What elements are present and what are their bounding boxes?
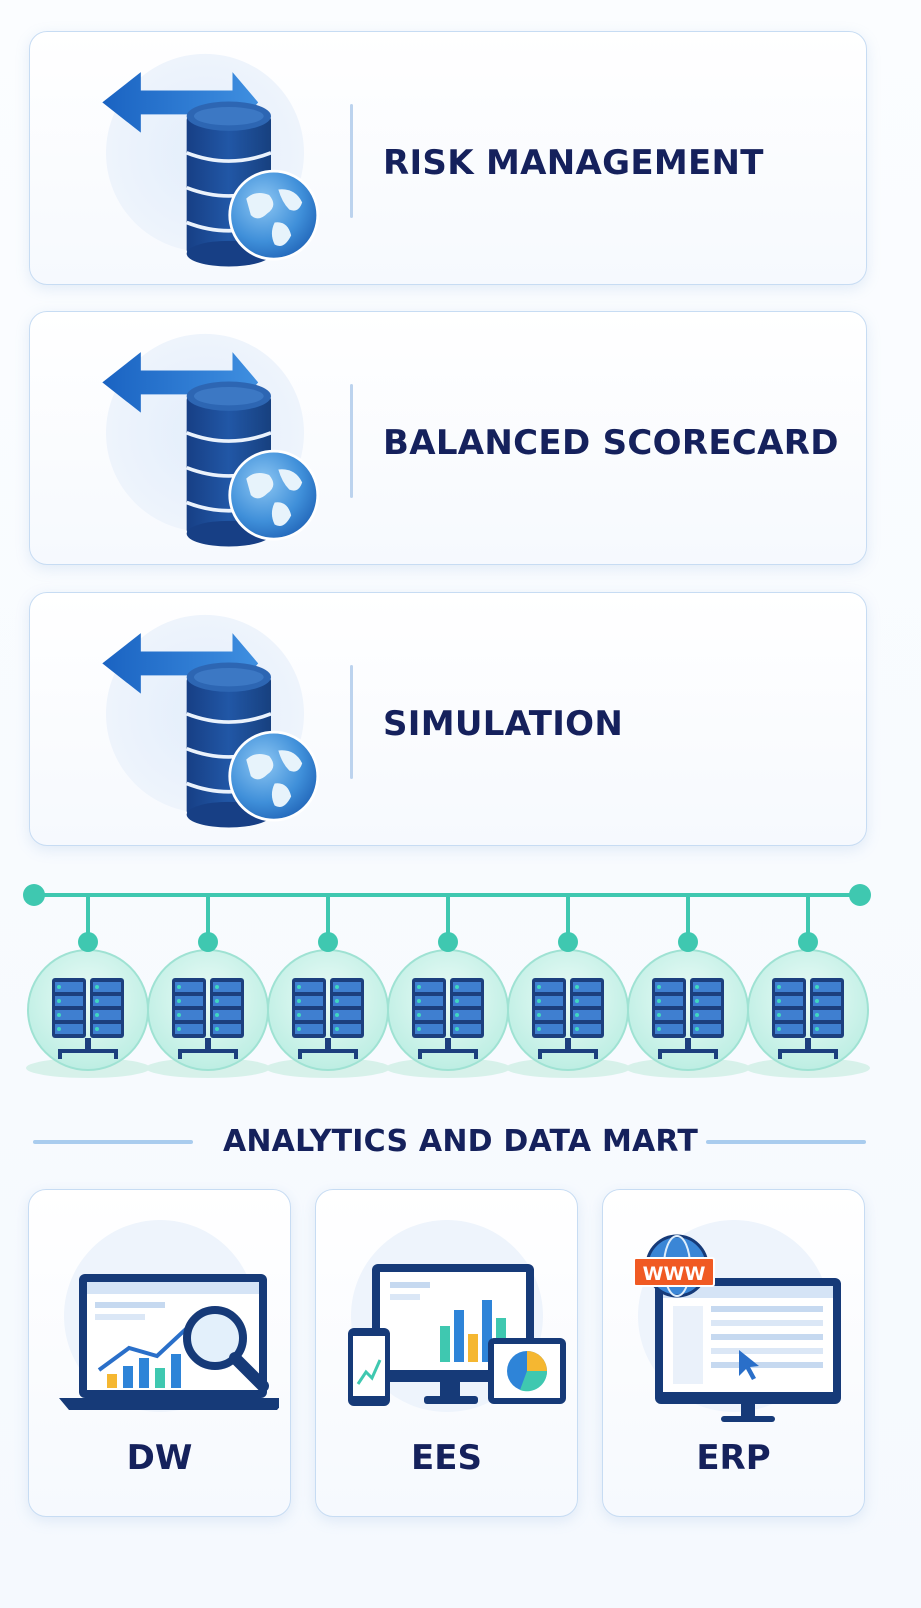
module-label: RISK MANAGEMENT [383,143,764,183]
source-label: EES [411,1438,482,1478]
database-globe-icon [100,332,320,549]
connector-dot [798,932,818,952]
server-network [23,884,871,1079]
laptop-analytics-icon [59,1220,279,1412]
server-rack-icon [145,949,271,1079]
section-rule-left [33,1140,193,1144]
server-rack-icon [505,949,631,1079]
server-node [145,895,271,1079]
connector-dot [318,932,338,952]
server-node [625,895,751,1079]
source-label: ERP [696,1438,771,1478]
section-title: ANALYTICS AND DATA MART [222,1124,699,1159]
www-badge: WWW [633,1257,715,1287]
connector-dot [78,932,98,952]
server-node [505,895,631,1079]
module-simulation[interactable]: SIMULATION [29,592,867,846]
module-label: BALANCED SCORECARD [383,423,839,463]
server-node [385,895,511,1079]
server-rack-icon [265,949,391,1079]
server-nodes [25,895,871,1079]
connector-dot [438,932,458,952]
database-globe-icon [100,52,320,269]
module-label: SIMULATION [383,704,624,744]
source-card-dw[interactable]: DW [28,1189,291,1517]
section-rule-right [706,1140,866,1144]
server-node [25,895,151,1079]
server-node [745,895,871,1079]
server-rack-icon [25,949,151,1079]
connector-dot [558,932,578,952]
server-node [265,895,391,1079]
source-label: DW [126,1438,193,1478]
section-header: ANALYTICS AND DATA MART [0,1117,921,1167]
source-card-ees[interactable]: EES [315,1189,578,1517]
module-balanced-scorecard[interactable]: BALANCED SCORECARD [29,311,867,565]
web-monitor-icon [638,1220,841,1422]
divider [350,104,353,218]
server-rack-icon [745,949,871,1079]
connector-dot [198,932,218,952]
divider [350,384,353,498]
multi-device-dashboard-icon [348,1220,566,1412]
database-globe-icon [100,613,320,830]
source-card-erp[interactable]: WWW ERP [602,1189,865,1517]
server-rack-icon [625,949,751,1079]
server-rack-icon [385,949,511,1079]
module-risk-management[interactable]: RISK MANAGEMENT [29,31,867,285]
divider [350,665,353,779]
connector-dot [678,932,698,952]
